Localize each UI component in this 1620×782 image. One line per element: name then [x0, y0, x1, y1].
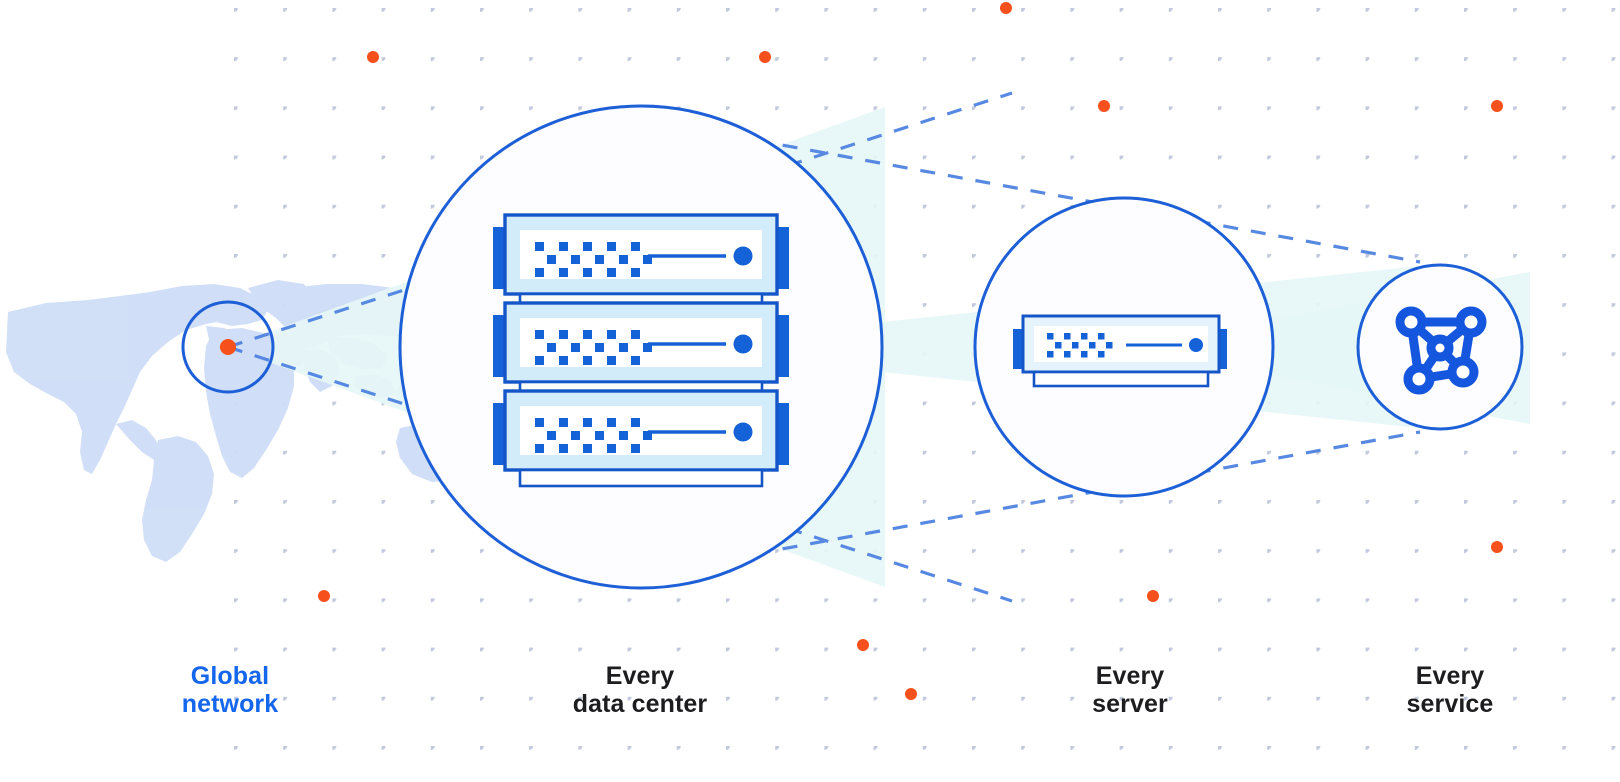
- funnel-datacenter-to-service-upper: [699, 128, 1421, 264]
- stage-label-every-service: Every service: [1406, 662, 1494, 718]
- stage-global-network[interactable]: [181, 300, 275, 394]
- global-network-marker-dot: [220, 339, 236, 355]
- stage-label-global-network: Global network: [181, 662, 279, 718]
- stage-every-server[interactable]: [973, 196, 1275, 498]
- single-server-icon: [1013, 314, 1227, 388]
- funnel-map-to-datacenter-upper: [227, 91, 1013, 349]
- server-rack-icon: [493, 213, 789, 488]
- stage-label-every-data-center: Every data center: [572, 662, 708, 718]
- stage-every-service[interactable]: [1356, 263, 1524, 431]
- stage-every-data-center[interactable]: [398, 104, 884, 590]
- funnel-datacenter-to-service-lower: [699, 430, 1421, 566]
- funnel-map-to-datacenter-lower: [227, 345, 1013, 603]
- network-mesh-nodes: [1395, 306, 1487, 395]
- accent-dots: [318, 2, 1503, 700]
- funnel-dashed-outlines: [227, 91, 1421, 603]
- stage-label-every-server: Every server: [1092, 662, 1168, 718]
- global-network-circle: [181, 300, 275, 394]
